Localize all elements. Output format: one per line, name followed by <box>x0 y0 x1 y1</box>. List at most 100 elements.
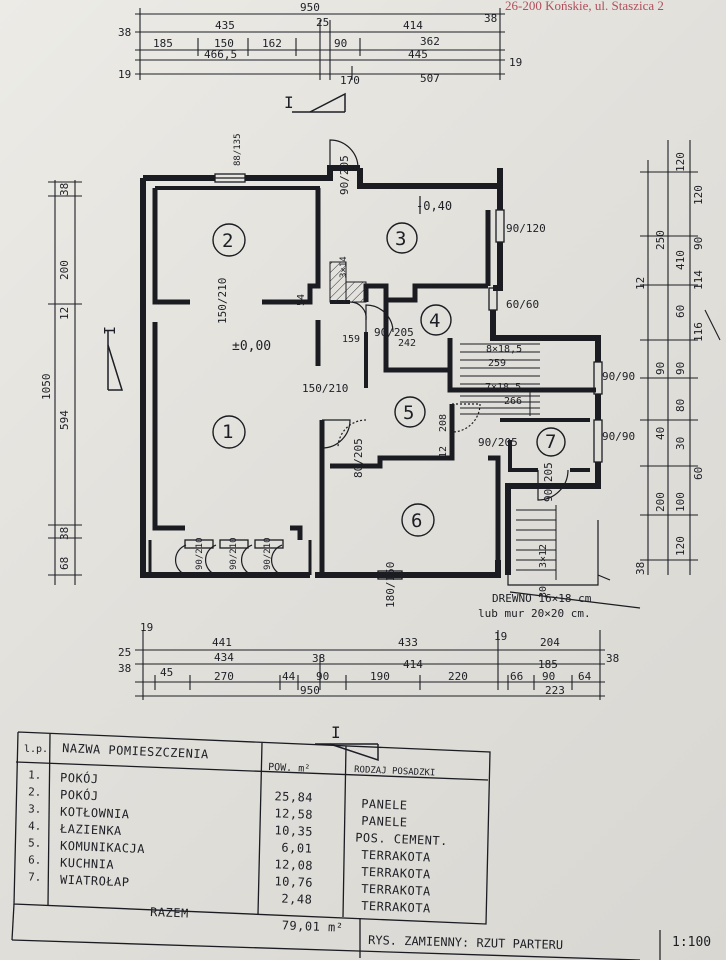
table-rows: 1. POKÓJ 25,84 PANELE 2. POKÓJ 12,58 PAN… <box>28 768 448 935</box>
row-4-area: 6,01 <box>281 841 312 856</box>
stair-label-e: 3×12 <box>538 544 549 568</box>
table-row-4: 4. ŁAZIENKA 6,01 TERRAKOTA <box>28 819 431 864</box>
table-row-7: 7. WIATROŁAP 2,48 TERRAKOTA <box>28 870 431 915</box>
window-symbols <box>184 173 603 580</box>
dim-bot-3i: 90 <box>542 670 555 683</box>
section-label-bottom: I <box>331 723 341 742</box>
top-dimension-labels: 950 38 435 25 414 38 185 150 162 90 362 … <box>118 1 522 87</box>
dim-bot-3j: 64 <box>578 670 592 683</box>
row-5-name: KOMUNIKACJA <box>60 839 146 856</box>
dim-bot-4b: 223 <box>545 684 565 697</box>
label-90-210-w1: 90/210 <box>195 537 205 570</box>
dim-right-19: 38 <box>634 562 647 575</box>
row-6-name: KUCHNIA <box>60 856 115 872</box>
row-2-area: 12,58 <box>274 806 313 822</box>
dim-top-1b: 435 <box>215 19 235 32</box>
stair-label-b: 259 <box>488 358 506 369</box>
row-3-name: KOTŁOWNIA <box>60 805 130 822</box>
dim-bot-2a: 25 <box>118 646 131 659</box>
dim-right-7: 90 <box>692 237 705 250</box>
table-row-2: 2. POKÓJ 12,58 PANELE <box>28 785 408 830</box>
dim-top-1d: 414 <box>403 19 423 32</box>
label-90-205-entry: 90/205 <box>338 155 351 195</box>
dim-bot-3g: 220 <box>448 670 468 683</box>
table-total-value: 79,01 m² <box>281 918 343 934</box>
dim-top-3a: 466,5 <box>204 48 237 61</box>
chimney-shafts <box>329 261 367 303</box>
row-6-num: 6. <box>28 853 42 867</box>
label-90-120-r3: 90/120 <box>506 222 546 235</box>
dim-top-3b: 445 <box>408 48 428 61</box>
dim-bot-3b: 45 <box>160 666 173 679</box>
dim-right-3: 250 <box>654 230 667 250</box>
section-marker-top <box>292 92 346 113</box>
label-shaft-3x14: 3×14 <box>339 256 349 278</box>
label-60-60: 60/60 <box>506 298 539 311</box>
dim-top-2c: 162 <box>262 37 282 50</box>
dim-left-7: 68 <box>58 557 71 570</box>
room-circle-1 <box>212 415 246 449</box>
dim-bot-3e: 90 <box>316 670 329 683</box>
stair-label-f: 30 <box>538 586 549 598</box>
dim-right-13: 30 <box>674 437 687 450</box>
dim-top-2e: 362 <box>420 35 440 48</box>
dim-top-1c: 25 <box>316 16 329 29</box>
dim-bot-1d: 19 <box>494 630 507 643</box>
title-text: RYS. ZAMIENNY: RZUT PARTERU <box>368 933 563 952</box>
dim-top-4c: 507 <box>420 72 440 85</box>
label-80-205-r6: 80/205 <box>352 438 365 478</box>
row-7-name: WIATROŁAP <box>60 873 130 890</box>
row-1-num: 1. <box>28 768 42 782</box>
room-circle-3 <box>386 222 418 254</box>
stamp-address: 26-200 Końskie, ul. Staszica 2 <box>505 0 664 13</box>
staircase <box>460 343 557 580</box>
row-1-name: POKÓJ <box>60 770 99 787</box>
dim-right-4: 410 <box>674 250 687 270</box>
dim-top-4a: 19 <box>118 68 131 81</box>
stair-labels: 8×18,5 259 7×18,5 266 3×12 30 <box>485 344 549 598</box>
label-54: 54 <box>296 294 307 306</box>
dim-left-2: 200 <box>58 260 71 280</box>
dim-bot-3h: 66 <box>510 670 523 683</box>
room-circle-7 <box>536 427 566 457</box>
dim-left-4: 1050 <box>40 374 53 401</box>
opening-labels: 150/210 150/210 90/205 90/120 60/60 90/2… <box>195 133 635 608</box>
room-number-7: 7 <box>545 431 556 453</box>
row-2-floor: PANELE <box>361 814 408 830</box>
left-dimension-labels: 38 200 12 1050 594 38 68 <box>40 183 71 570</box>
dim-right-12: 80 <box>674 399 687 412</box>
room-number-6: 6 <box>411 510 422 532</box>
room-number-4: 4 <box>429 310 440 332</box>
dim-top-2d: 90 <box>334 37 347 50</box>
left-dimension-chains <box>48 180 82 585</box>
section-label-top: I <box>284 93 294 112</box>
label-90-210-w2: 90/210 <box>229 537 239 570</box>
dim-right-10: 90 <box>674 362 687 375</box>
label-159: 159 <box>342 334 360 345</box>
table-total-row: RAZEM 79,01 m² <box>150 905 344 935</box>
bottom-dimension-chains <box>135 630 605 700</box>
table-header-num: l.p. <box>24 744 48 755</box>
title-block: RYS. ZAMIENNY: RZUT PARTERU 1:100 <box>368 930 711 960</box>
table-header-area: POW. m² <box>268 762 311 775</box>
room-circle-2 <box>212 223 246 257</box>
title-scale: 1:100 <box>672 935 711 950</box>
dim-right-16: 100 <box>674 492 687 512</box>
dim-bot-4a: 950 <box>300 684 320 697</box>
dim-right-8: 60 <box>674 305 687 318</box>
dim-bot-3c: 270 <box>214 670 234 683</box>
top-dimension-chains <box>135 8 505 80</box>
room-circle-5 <box>394 396 426 428</box>
row-3-area: 10,35 <box>274 823 313 839</box>
row-3-floor: POS. CEMENT. <box>355 830 448 848</box>
dim-top-2b: 150 <box>214 37 234 50</box>
table-row-6: 6. KUCHNIA 10,76 TERRAKOTA <box>28 853 431 898</box>
dim-bot-1e: 204 <box>540 636 560 649</box>
table-total-label: RAZEM <box>150 905 189 921</box>
dim-right-2: 120 <box>692 185 705 205</box>
label-150-210-b: 150/210 <box>302 382 348 395</box>
dim-top-2a: 185 <box>153 37 173 50</box>
row-1-floor: PANELE <box>361 797 408 813</box>
dim-bot-2c: 38 <box>312 652 325 665</box>
